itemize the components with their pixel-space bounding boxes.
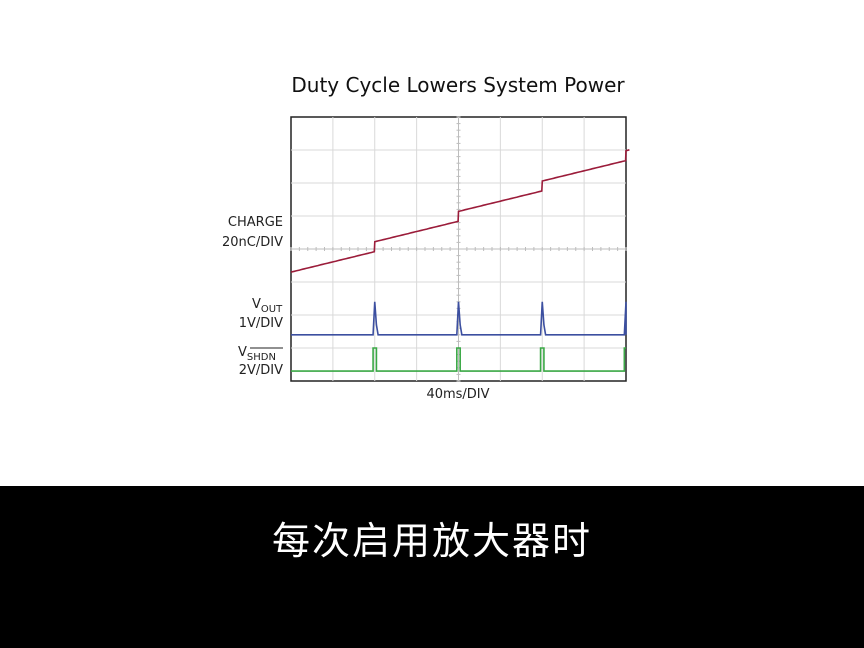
x-axis-label: 40ms/DIV [426,387,489,402]
vout-label-main: VOUT [252,297,283,315]
vout-label: VOUT 1V/DIV [239,297,283,331]
charge-label-scale: 20nC/DIV [222,235,283,250]
chart-title: Duty Cycle Lowers System Power [291,73,625,97]
vout-label-v: V [252,297,261,312]
plot-area [290,116,630,382]
vout-trace [291,301,627,336]
vshdn-trace [291,347,626,372]
charge-trace [290,149,630,273]
vshdn-label-main: VSHDN [238,345,276,363]
traces [290,149,630,372]
grid [290,116,627,382]
vshdn-label-v: V [238,345,247,360]
subtitle-bar: 每次启用放大器时 [0,486,864,648]
vout-label-sub: OUT [261,304,283,315]
vout-label-scale: 1V/DIV [239,316,283,331]
charge-label: CHARGE 20nC/DIV [222,215,283,250]
subtitle-text: 每次启用放大器时 [271,519,592,563]
vshdn-label: VSHDN 2V/DIV [238,345,283,378]
vshdn-label-scale: 2V/DIV [239,363,283,378]
vshdn-label-sub: SHDN [247,352,276,363]
charge-label-main: CHARGE [228,215,283,230]
